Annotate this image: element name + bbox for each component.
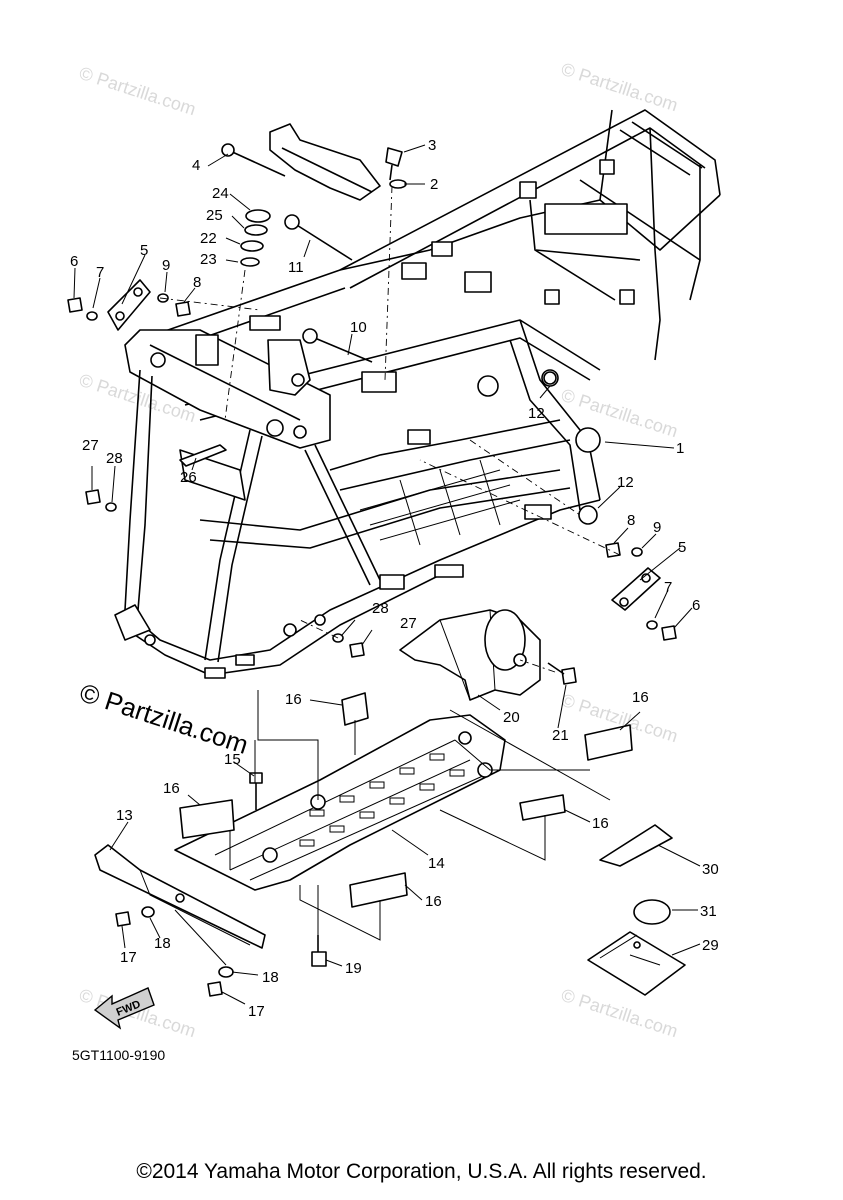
callout-31: 31 (700, 903, 717, 920)
callout-12: 12 (617, 474, 634, 491)
part-29-pouch (587, 931, 686, 996)
callout-29: 29 (702, 937, 719, 954)
part-13-front-guard (94, 844, 266, 949)
callout-17: 17 (248, 1003, 265, 1020)
leader-lines (73, 144, 701, 1005)
part-code: 5GT1100-9190 (72, 1047, 165, 1063)
part-16-blocks (179, 692, 633, 908)
callout-9: 9 (162, 257, 170, 274)
callout-1: 1 (676, 440, 684, 457)
callout-23: 23 (200, 251, 217, 268)
callout-24: 24 (212, 185, 229, 202)
callout-15: 15 (224, 751, 241, 768)
callout-3: 3 (428, 137, 436, 154)
callout-10: 10 (350, 319, 367, 336)
callout-27: 27 (82, 437, 99, 454)
part-20-guard (399, 609, 541, 701)
callout-5: 5 (678, 539, 686, 556)
callout-28: 28 (106, 450, 123, 467)
callout-18: 18 (154, 935, 171, 952)
callout-5: 5 (140, 242, 148, 259)
callout-25: 25 (206, 207, 223, 224)
callout-27: 27 (400, 615, 417, 632)
callout-2: 2 (430, 176, 438, 193)
callout-21: 21 (552, 727, 569, 744)
callout-28: 28 (372, 600, 389, 617)
callout-13: 13 (116, 807, 133, 824)
copyright-notice: ©2014 Yamaha Motor Corporation, U.S.A. A… (136, 1160, 707, 1183)
callout-16: 16 (592, 815, 609, 832)
watermark: © Partzilla.com (559, 59, 681, 116)
callout-17: 17 (120, 949, 137, 966)
watermark: © Partzilla.com (559, 985, 681, 1042)
callout-16: 16 (632, 689, 649, 706)
callout-9: 9 (653, 519, 661, 536)
part-14-skid-plate (174, 714, 506, 891)
callout-7: 7 (96, 264, 104, 281)
callout-12: 12 (528, 405, 545, 422)
watermark-prominent: © Partzilla.com (76, 677, 252, 760)
callout-11: 11 (288, 259, 304, 276)
callout-19: 19 (345, 960, 362, 977)
callout-8: 8 (193, 274, 201, 291)
fwd-arrow-icon: FWD (93, 987, 155, 1030)
callouts: 1 2 3 4 5 5 6 6 7 7 8 8 9 9 10 11 12 12 … (70, 137, 719, 1020)
hardware (67, 143, 677, 997)
callout-30: 30 (702, 861, 719, 878)
callout-22: 22 (200, 230, 217, 247)
callout-8: 8 (627, 512, 635, 529)
callout-16: 16 (163, 780, 180, 797)
callout-14: 14 (428, 855, 445, 872)
small-accessories (587, 824, 686, 996)
callout-16: 16 (425, 893, 442, 910)
callout-20: 20 (503, 709, 520, 726)
callout-26: 26 (180, 469, 197, 486)
callout-16: 16 (285, 691, 302, 708)
callout-4: 4 (192, 157, 200, 174)
watermark: © Partzilla.com (559, 385, 681, 442)
part-30-pad (599, 824, 673, 867)
callout-6: 6 (692, 597, 700, 614)
assembly-lines (159, 185, 621, 966)
part-31-o-ring (633, 899, 671, 925)
main-frame (114, 109, 721, 679)
callout-7: 7 (664, 579, 672, 596)
callout-6: 6 (70, 253, 78, 270)
watermark: © Partzilla.com (77, 63, 199, 120)
callout-18: 18 (262, 969, 279, 986)
